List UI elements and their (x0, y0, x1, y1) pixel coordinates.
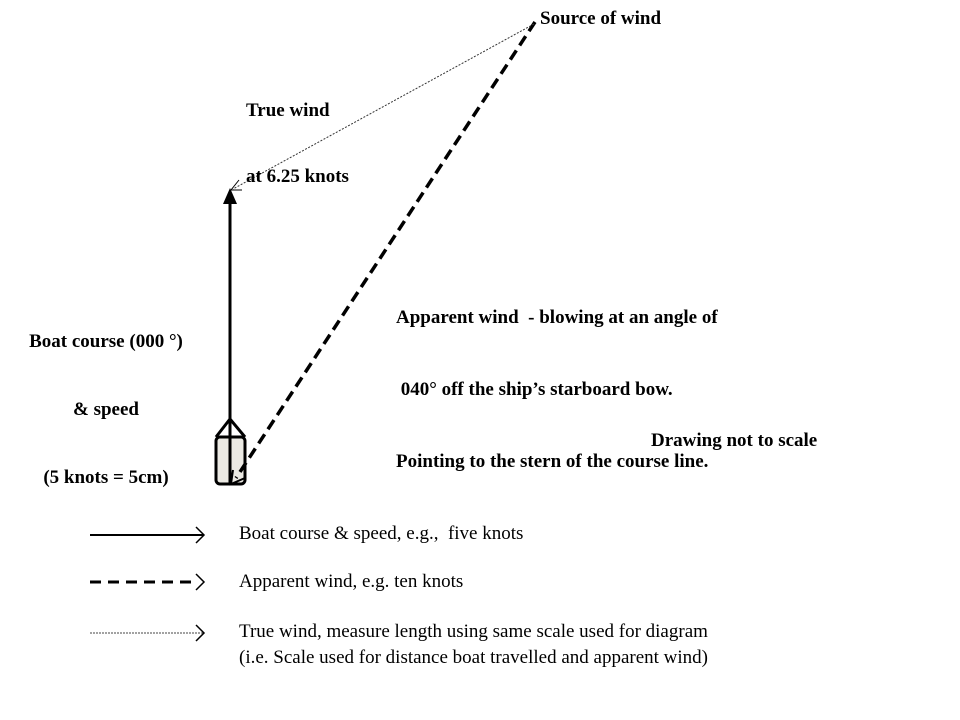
legend-dashed-arrow (90, 573, 206, 591)
apparent-wind-label-line2: 040° off the ship’s starboard bow. (396, 379, 673, 400)
apparent-wind-arrow (229, 21, 537, 486)
legend-note: (i.e. Scale used for distance boat trave… (239, 647, 709, 668)
boat-course-label-line2: & speed (73, 399, 139, 420)
true-wind-label-line2: at 6.25 knots (246, 166, 349, 187)
not-to-scale-label: Drawing not to scale (651, 430, 818, 451)
apparent-wind-label-line1: Apparent wind - blowing at an angle of (396, 307, 718, 328)
legend-item-true-wind: True wind, measure length using same sca… (239, 621, 708, 642)
legend-item-boat-course: Boat course & speed, e.g., five knots (239, 523, 524, 544)
true-wind-label: True wind at 6.25 knots (246, 56, 349, 210)
boat-course-label: Boat course (000 °) & speed (5 knots = 5… (6, 287, 206, 511)
source-of-wind-label: Source of wind (540, 8, 662, 29)
true-wind-arrow (229, 23, 535, 191)
apparent-wind-label: Apparent wind - blowing at an angle of 0… (396, 258, 718, 498)
boat-course-label-line1: Boat course (000 °) (29, 331, 183, 352)
apparent-wind-label-line3: Pointing to the stern of the course line… (396, 451, 709, 472)
legend-dotted-arrow (90, 624, 206, 642)
true-wind-label-line1: True wind (246, 100, 330, 121)
boat-course-label-line3: (5 knots = 5cm) (43, 467, 169, 488)
legend-solid-arrow (90, 526, 206, 544)
legend-item-apparent-wind: Apparent wind, e.g. ten knots (239, 571, 464, 592)
boat-course-arrow (223, 188, 237, 484)
